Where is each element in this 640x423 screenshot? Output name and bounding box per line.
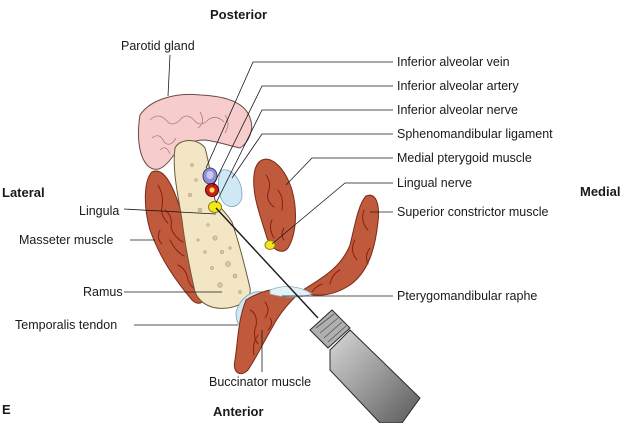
label-lingual-nerve: Lingual nerve (397, 176, 472, 190)
orientation-medial: Medial (580, 184, 620, 199)
orientation-anterior: Anterior (213, 404, 264, 419)
syringe (215, 207, 421, 423)
lingual-nerve (264, 240, 276, 250)
panel-letter: E (2, 402, 11, 417)
label-ramus: Ramus (83, 285, 123, 299)
pterygomandibular-raphe (269, 286, 313, 298)
ramus-bone (173, 140, 251, 309)
label-lingula: Lingula (79, 204, 119, 218)
needle (215, 207, 319, 319)
syringe-hub (309, 309, 351, 349)
label-sphenomandibular-ligament: Sphenomandibular ligament (397, 127, 553, 141)
label-parotid-gland: Parotid gland (121, 39, 195, 53)
syringe-barrel (329, 329, 421, 423)
label-medial-pterygoid-muscle: Medial pterygoid muscle (397, 151, 532, 165)
label-superior-constrictor-muscle: Superior constrictor muscle (397, 205, 548, 219)
label-buccinator-muscle: Buccinator muscle (209, 375, 311, 389)
sphenomandibular-ligament (218, 169, 243, 207)
leader-lines (123, 54, 393, 372)
label-inferior-alveolar-artery: Inferior alveolar artery (397, 79, 519, 93)
label-temporalis-tendon: Temporalis tendon (15, 318, 117, 332)
orientation-posterior: Posterior (210, 7, 267, 22)
label-inferior-alveolar-vein: Inferior alveolar vein (397, 55, 510, 69)
label-inferior-alveolar-nerve: Inferior alveolar nerve (397, 103, 518, 117)
orientation-lateral: Lateral (2, 185, 45, 200)
label-pterygomandibular-raphe: Pterygomandibular raphe (397, 289, 537, 303)
parotid-gland (137, 93, 253, 170)
medial-pterygoid-muscle (253, 158, 296, 252)
label-masseter-muscle: Masseter muscle (19, 233, 114, 247)
superior-constrictor-muscle (298, 194, 379, 296)
